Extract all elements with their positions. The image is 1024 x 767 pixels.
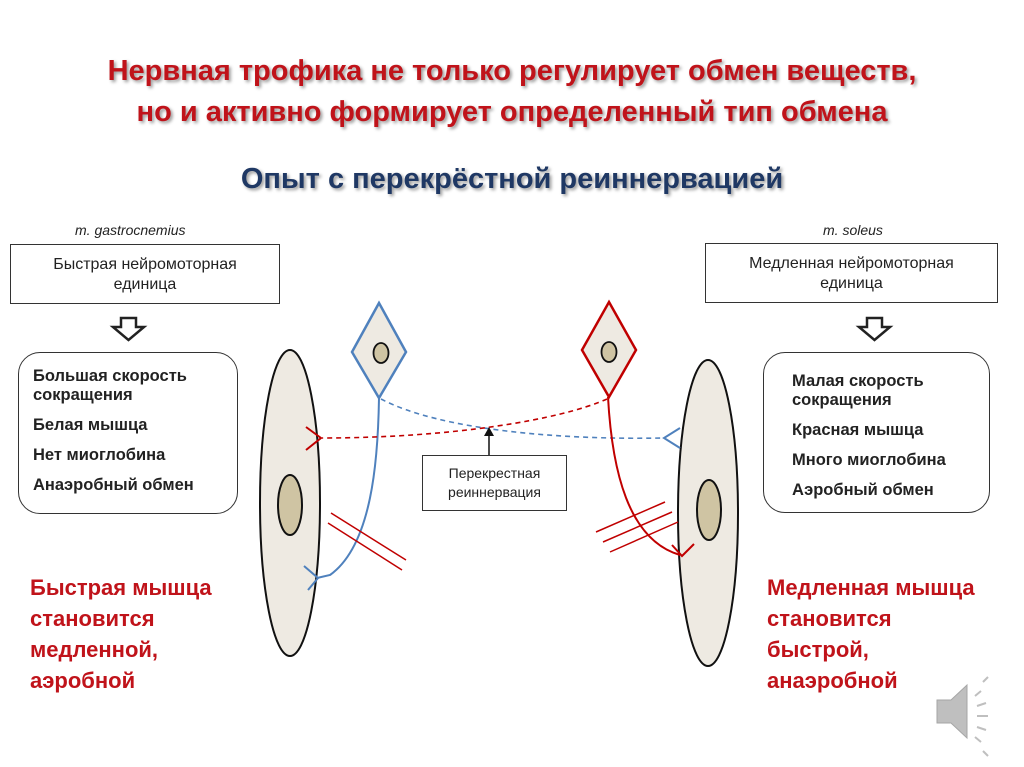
cross-reinnervation-line1: Перекрестная [423, 464, 566, 483]
speaker-icon[interactable] [937, 677, 988, 756]
left-cut-marks [328, 513, 406, 570]
cross-reinnervation-label: Перекрестная реиннервация [422, 455, 567, 511]
right-muscle [678, 360, 738, 666]
right-cut-marks [596, 502, 678, 552]
left-muscle-nucleus [278, 475, 302, 535]
left-down-arrow-icon [113, 318, 144, 340]
right-muscle-nucleus [697, 480, 721, 540]
left-muscle [260, 350, 320, 656]
right-down-arrow-icon [859, 318, 890, 340]
label-pointer-arrow [484, 427, 494, 455]
cross-reinnervation-line2: реиннервация [423, 483, 566, 502]
